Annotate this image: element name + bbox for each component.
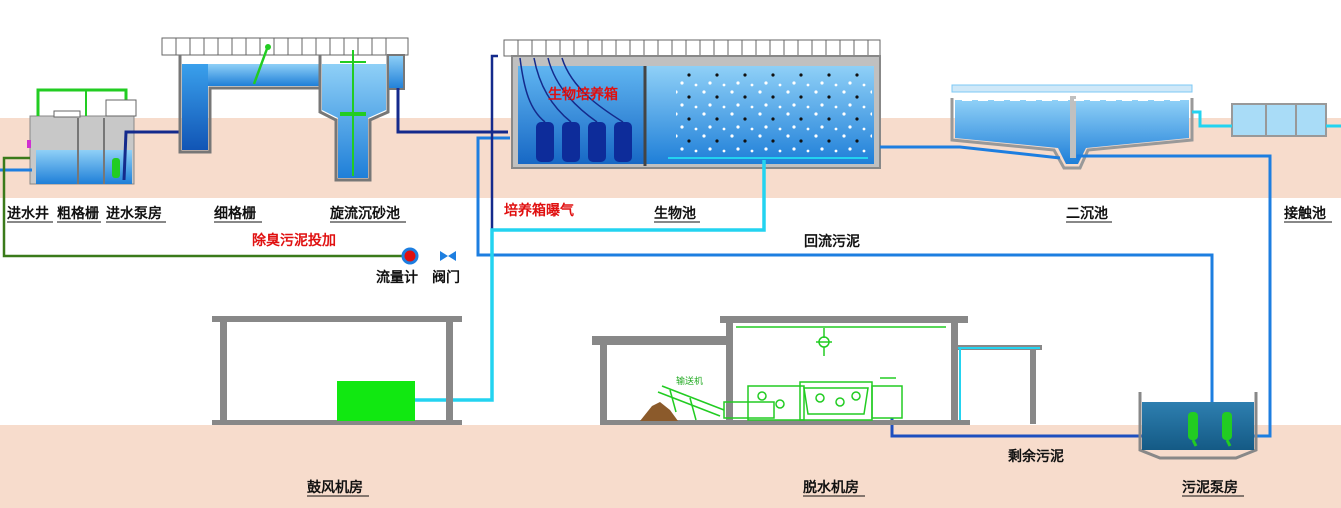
label-culture-tank: 生物培养箱 (548, 86, 618, 103)
label-inlet-pump-house: 进水泵房 (106, 205, 162, 222)
secondary-clarifier (950, 84, 1194, 170)
pipe-bio-to-clarifier (880, 145, 1061, 160)
pipe-deodor-sludge (2, 156, 410, 258)
sludge-pump-icons (1188, 412, 1232, 440)
label-deodor-sludge: 除臭污泥投加 (252, 232, 336, 249)
inlet-pump-icon (112, 158, 120, 178)
bio-tank (503, 39, 881, 169)
blower-house (212, 316, 462, 425)
aeration-bubbles (676, 72, 872, 154)
culture-modules (536, 122, 632, 162)
pipe-pump-to-screen (122, 130, 180, 181)
vortex-grit-chamber (318, 50, 405, 182)
contact-tank (1231, 103, 1327, 137)
pipe-culture-air (490, 54, 498, 272)
valve-icon (440, 251, 456, 261)
belt-press (723, 377, 903, 421)
label-valve: 阀门 (432, 269, 460, 286)
conveyor-tag: 输送机 (676, 375, 703, 387)
label-contact-tank: 接触池 (1284, 205, 1326, 222)
label-coarse-screen: 粗格栅 (57, 205, 99, 222)
fine-screen-rake (252, 45, 270, 85)
label-culture-aeration: 培养箱曝气 (504, 202, 574, 219)
sludge-pump-house (1138, 392, 1258, 460)
inlet-structure (0, 88, 137, 185)
label-fine-screen: 细格栅 (214, 205, 256, 222)
pipe-return-sludge (476, 136, 1214, 440)
ground-lower (0, 425, 1341, 508)
label-sludge-pump-house: 污泥泵房 (1182, 479, 1238, 496)
label-dewater-house: 脱水机房 (803, 479, 859, 496)
pipe-clarifier-to-contact (1192, 110, 1232, 128)
label-underlines (7, 221, 1332, 497)
sludge-cake-pile (640, 402, 678, 421)
labels: 进水井 粗格栅 进水泵房 细格栅 旋流沉砂池 培养箱曝气 生物培养箱 生物池 二… (7, 86, 1326, 496)
label-excess-sludge: 剩余污泥 (1008, 448, 1064, 465)
flow-meter-icon (401, 247, 419, 265)
blower-unit (337, 381, 415, 421)
dewatering-house: 输送机 (592, 316, 1042, 425)
label-return-sludge: 回流污泥 (804, 233, 860, 250)
sludge-conveyor (657, 385, 725, 421)
fine-screen-channel (161, 37, 409, 154)
pipe-grit-to-bio (396, 88, 508, 134)
pipe-blower-air (414, 160, 766, 402)
label-inlet-well: 进水井 (7, 205, 49, 222)
label-secondary-clarifier: 二沉池 (1066, 205, 1108, 222)
label-blower-house: 鼓风机房 (307, 479, 363, 496)
label-bio-tank: 生物池 (654, 205, 696, 222)
pipe-clarifier-sludge (1076, 154, 1272, 438)
label-flow-meter: 流量计 (376, 269, 418, 286)
label-vortex-grit: 旋流沉砂池 (329, 205, 400, 222)
